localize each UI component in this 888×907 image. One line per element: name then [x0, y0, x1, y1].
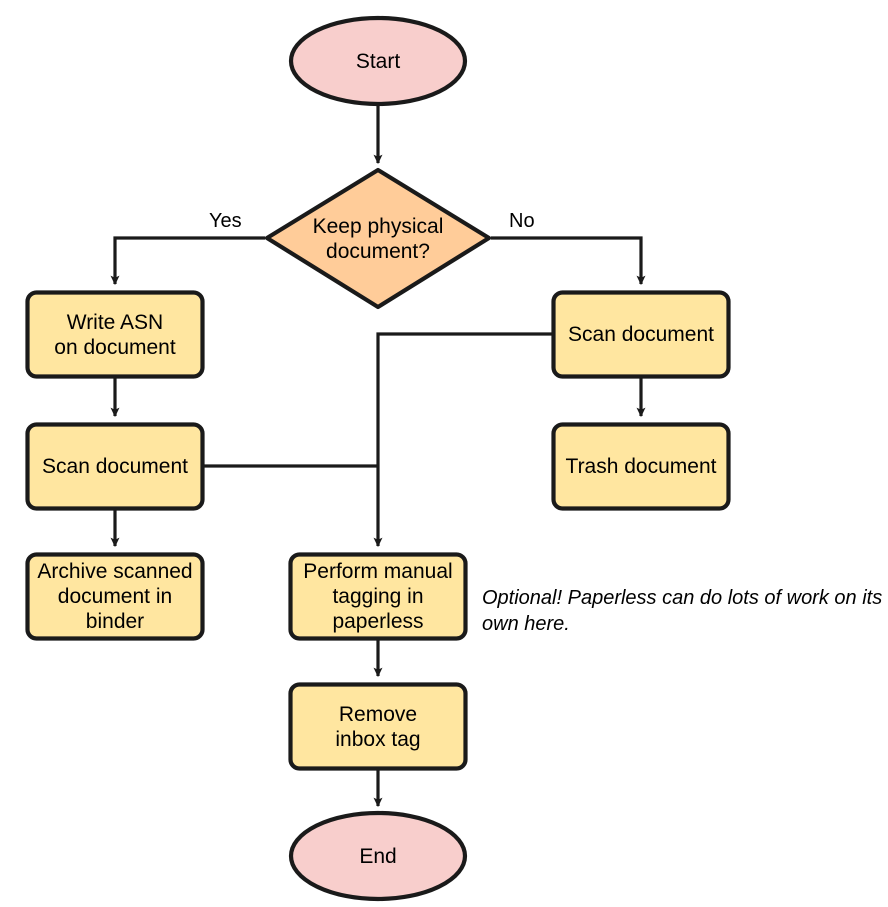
node-shape-end: [288, 810, 468, 902]
edge-decision-yes-to-write-asn: [110, 236, 265, 286]
node-shape-archive-binder: [25, 552, 205, 641]
edge-decision-no-to-scan-right: [491, 236, 646, 286]
node-shape-remove-inbox-tag: [288, 682, 468, 771]
node-shape-trash-document: [551, 422, 731, 511]
node-shape-manual-tagging: [288, 552, 468, 641]
edge-layer: [110, 105, 646, 808]
node-shape-scan-document-left: [25, 422, 205, 511]
node-shape-keep-physical: [264, 167, 492, 310]
edge-scan-right-to-manual-tagging: [373, 332, 552, 548]
node-shape-write-asn: [25, 290, 205, 379]
node-shape-scan-document-right: [551, 290, 731, 379]
node-shape-start: [288, 15, 468, 107]
node-shape-layer: [25, 15, 731, 902]
